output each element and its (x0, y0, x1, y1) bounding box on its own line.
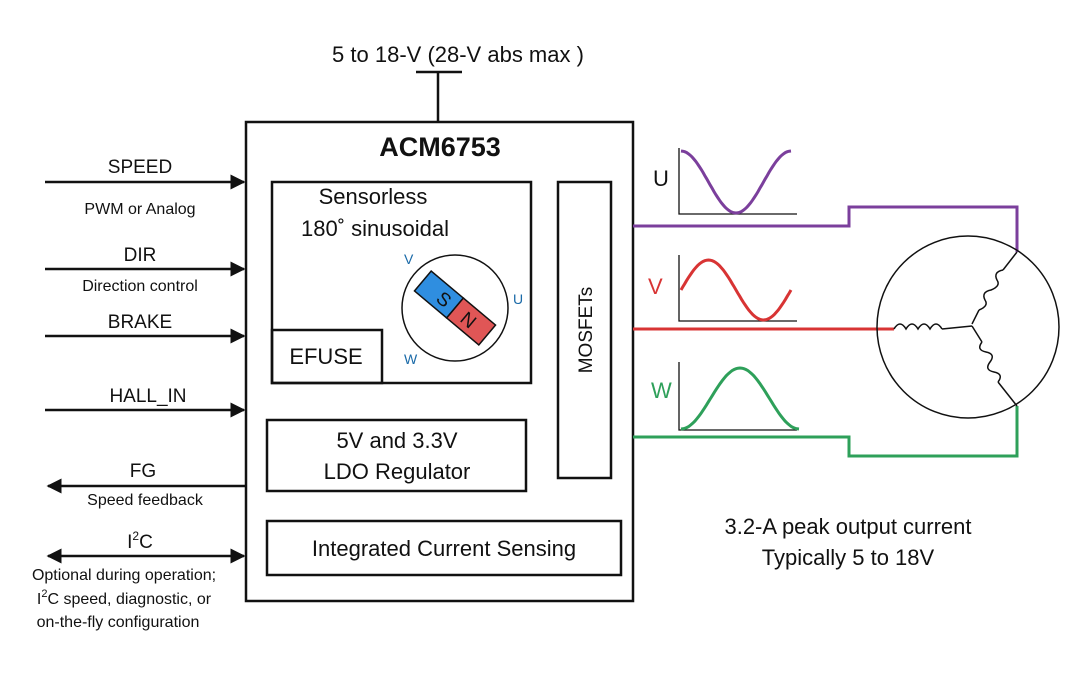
rotor-phase-u: U (513, 291, 523, 307)
supply-voltage-label: 5 to 18-V (28-V abs max ) (332, 42, 584, 67)
brake-name: BRAKE (108, 312, 172, 333)
sensorless-block (270, 180, 533, 385)
i2c-desc-line1: Optional during operation; (32, 567, 216, 584)
input-speed: SPEED PWM or Analog (45, 157, 246, 218)
dir-name: DIR (124, 245, 157, 266)
winding-v-coil (893, 323, 943, 331)
i2c-desc-line3: on-the-fly configuration (37, 614, 200, 631)
fg-desc: Speed feedback (87, 492, 204, 509)
chip-name: ACM6753 (379, 132, 501, 162)
winding-w-lead (997, 381, 1018, 407)
speed-desc: PWM or Analog (84, 201, 195, 218)
rotor-phase-v: V (404, 251, 414, 267)
rotor-illustration: S N V U W (401, 251, 523, 367)
waveform-u: U (653, 148, 797, 215)
speed-name: SPEED (108, 157, 172, 178)
input-hall: HALL_IN (45, 386, 246, 418)
ldo-block (265, 418, 528, 493)
winding-v-tail (941, 325, 973, 330)
i2c-desc-line2: I2C speed, diagnostic, or (37, 588, 212, 608)
current-sensing-label: Integrated Current Sensing (312, 536, 576, 561)
i2c-name: I2C (127, 529, 153, 553)
ldo-line1: 5V and 3.3V (336, 428, 457, 453)
waveform-u-label: U (653, 166, 669, 191)
phase-u-wire (633, 205, 1019, 252)
input-dir: DIR Direction control (45, 245, 246, 295)
chip-outline (244, 120, 635, 603)
bus-i2c: I2C Optional during operation; I2C speed… (32, 529, 246, 631)
waveform-v-curve (679, 258, 793, 322)
waveform-v-axes (678, 255, 797, 322)
waveform-w-curve (680, 366, 800, 431)
rotor-north-pole (445, 296, 497, 347)
efuse-block (270, 328, 384, 385)
mosfets-label: MOSFETs (576, 287, 597, 374)
rotor-circle (401, 254, 509, 362)
winding-w-coil (979, 341, 1001, 383)
waveform-u-curve (680, 149, 792, 215)
output-current-line2: Typically 5 to 18V (762, 545, 935, 570)
fg-name: FG (130, 461, 156, 482)
output-current-line1: 3.2-A peak output current (724, 514, 971, 539)
efuse-label: EFUSE (289, 344, 362, 369)
ldo-line2: LDO Regulator (324, 459, 471, 484)
waveform-w-label: W (651, 378, 672, 403)
input-brake: BRAKE (45, 312, 246, 344)
winding-u-coil (978, 269, 1004, 311)
waveform-v: V (648, 255, 797, 322)
sensorless-line1: Sensorless (319, 184, 428, 209)
waveform-v-label: V (648, 274, 663, 299)
waveform-w: W (651, 362, 800, 431)
winding-u-tail (971, 309, 980, 325)
rotor-phase-w: W (404, 351, 418, 367)
waveform-u-axes (678, 148, 797, 215)
motor-symbol (876, 235, 1060, 419)
output-fg: FG Speed feedback (46, 461, 246, 509)
waveform-w-axes (678, 362, 797, 431)
current-sensing-block (265, 519, 623, 577)
mosfets-block (556, 180, 613, 480)
winding-u-lead (1002, 251, 1018, 271)
dir-desc: Direction control (82, 278, 198, 295)
winding-w-head (971, 325, 983, 343)
motor-circle (876, 235, 1060, 419)
sensorless-line2: 180˚ sinusoidal (301, 216, 449, 241)
hall-name: HALL_IN (109, 386, 186, 407)
phase-w-wire (633, 406, 1019, 458)
